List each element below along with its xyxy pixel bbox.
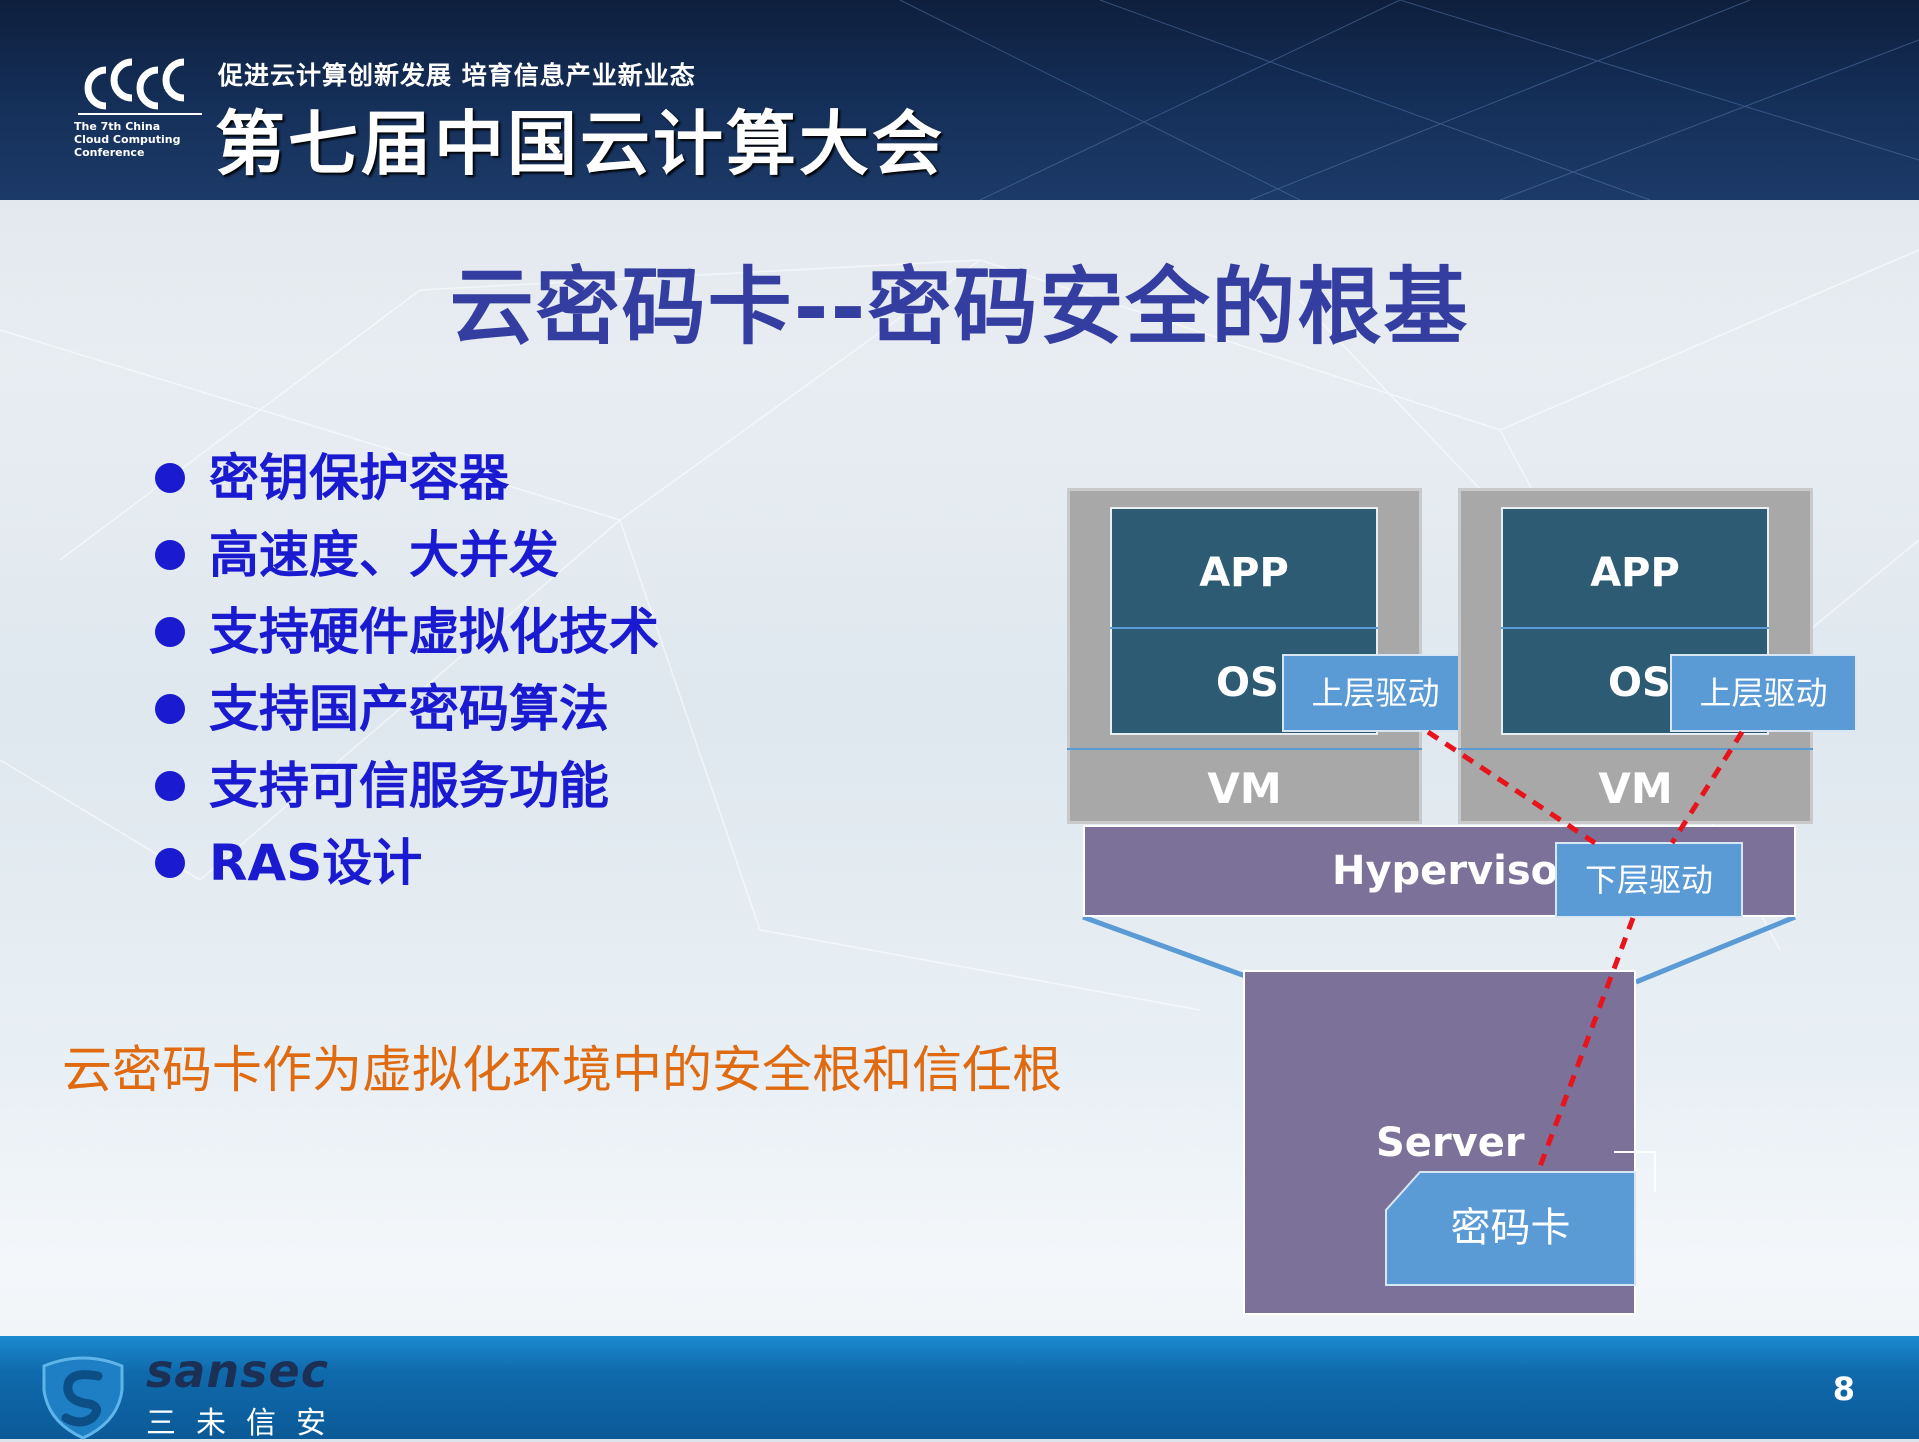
feature-item: RAS设计 bbox=[155, 825, 659, 902]
vm1-upper-driver-label: 上层驱动 bbox=[1311, 674, 1440, 712]
vm2-app-os-divider bbox=[1501, 627, 1769, 629]
vm2-vm-label: VM bbox=[1598, 764, 1673, 813]
logo-subtitle: The 7th China Cloud Computing Conference bbox=[74, 120, 181, 159]
lower-driver: 下层驱动 bbox=[1555, 842, 1743, 918]
vm2-upper-driver-label: 上层驱动 bbox=[1699, 674, 1828, 712]
bullet-dot-icon bbox=[155, 616, 185, 647]
bullet-dot-icon bbox=[155, 770, 185, 801]
conference-title: 第七届中国云计算大会 bbox=[215, 103, 945, 185]
conference-slogan: 促进云计算创新发展 培育信息产业新业态 bbox=[218, 61, 696, 90]
vm1-app-label: APP bbox=[1199, 550, 1289, 596]
vm1-vm-label: VM bbox=[1207, 764, 1282, 813]
lower-driver-label: 下层驱动 bbox=[1584, 861, 1713, 899]
vm1-app-os-divider bbox=[1110, 627, 1378, 629]
vm2-os-label: OS bbox=[1608, 660, 1671, 706]
brand-name: sansec bbox=[146, 1344, 330, 1398]
brand-name-cn: 三未信安 bbox=[146, 1406, 346, 1441]
bullet-dot-icon bbox=[155, 847, 185, 878]
bullet-dot-icon bbox=[155, 539, 185, 570]
server-label: Server bbox=[1376, 1120, 1525, 1166]
bullet-dot-icon bbox=[155, 462, 185, 493]
crypto-card-label: 密码卡 bbox=[1450, 1205, 1571, 1251]
slide-title: 云密码卡--密码安全的根基 bbox=[449, 258, 1470, 356]
vm1-os-vm-divider bbox=[1067, 748, 1422, 750]
footer-bar: sansec 三未信安 8 bbox=[0, 1336, 1919, 1441]
page-number: 8 bbox=[1832, 1370, 1855, 1408]
feature-item: 密钥保护容器 bbox=[155, 440, 659, 517]
bullet-dot-icon bbox=[155, 693, 185, 724]
vm1-os-label: OS bbox=[1216, 660, 1279, 706]
banner-network-lines bbox=[899, 0, 1919, 200]
vm2-app-label: APP bbox=[1590, 550, 1680, 596]
feature-item: 高速度、大并发 bbox=[155, 517, 659, 594]
vm1-upper-driver: 上层驱动 bbox=[1282, 654, 1469, 732]
sansec-shield-icon bbox=[42, 1356, 124, 1440]
feature-list: 密钥保护容器 高速度、大并发 支持硬件虚拟化技术 支持国产密码算法 支持可信服务… bbox=[155, 440, 659, 902]
feature-item: 支持硬件虚拟化技术 bbox=[155, 594, 659, 671]
vm2-os-vm-divider bbox=[1458, 748, 1813, 750]
feature-item: 支持可信服务功能 bbox=[155, 748, 659, 825]
hypervisor-label: Hypervisor bbox=[1332, 848, 1578, 894]
cccc-logo-icon bbox=[78, 58, 202, 115]
vm2-upper-driver: 上层驱动 bbox=[1670, 654, 1857, 732]
conference-banner: The 7th China Cloud Computing Conference… bbox=[0, 0, 1919, 200]
feature-item: 支持国产密码算法 bbox=[155, 671, 659, 748]
caption-text: 云密码卡作为虚拟化环境中的安全根和信任根 bbox=[62, 1041, 1062, 1099]
